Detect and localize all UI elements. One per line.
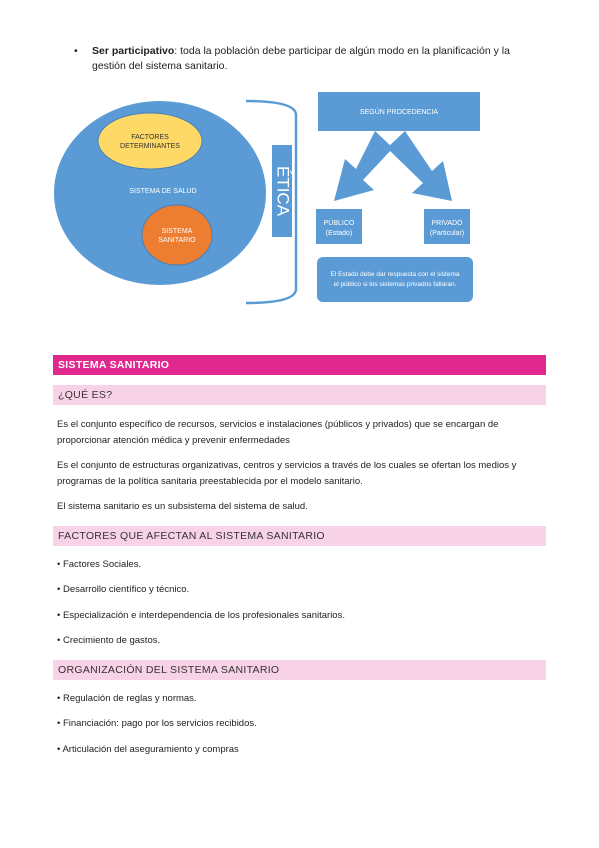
section-title-what-is: ¿QUÉ ES? — [53, 385, 546, 405]
factor-item: • Crecimiento de gastos. — [57, 635, 161, 646]
public-label-2: (Estado) — [326, 230, 352, 237]
ethics-box — [272, 145, 292, 237]
health-system-diagram: SISTEMA DE SALUD FACTORES DETERMINANTES … — [54, 92, 480, 305]
private-label-1: PRIVADO — [432, 220, 464, 227]
factors-label-2: DETERMINANTES — [120, 143, 180, 150]
private-box — [424, 209, 470, 244]
note-line-2: el público si los sistemas privados fall… — [334, 281, 457, 288]
organization-item: • Regulación de reglas y normas. — [57, 693, 197, 704]
paragraph-definition-1: Es el conjunto específico de recursos, s… — [57, 419, 499, 446]
factor-item: • Especialización e interdependencia de … — [57, 610, 345, 621]
intro-bold: Ser participativo — [92, 45, 175, 57]
origin-label: SEGÚN PROCEDENCIA — [360, 107, 439, 116]
public-label-1: PÚBLICO — [324, 218, 355, 227]
section-title-organization: ORGANIZACIÓN DEL SISTEMA SANITARIO — [53, 660, 546, 680]
factor-item: • Factores Sociales. — [57, 559, 142, 570]
private-label-2: (Particular) — [430, 230, 464, 237]
origin-box — [318, 92, 480, 131]
factor-item: • Desarrollo científico y técnico. — [57, 584, 190, 595]
organization-item: • Financiación: pago por los servicios r… — [57, 718, 257, 729]
paragraph-subsystem: El sistema sanitario es un subsistema de… — [57, 501, 308, 512]
public-box — [316, 209, 362, 244]
section-title-factors: FACTORES QUE AFECTAN AL SISTEMA SANITARI… — [53, 526, 546, 546]
arrow-right — [387, 131, 452, 201]
factors-ellipse — [97, 112, 203, 170]
sanitary-label-2: SANITARIO — [158, 237, 196, 244]
arrow-left — [334, 131, 393, 201]
paragraph-definition-2: Es el conjunto de estructuras organizati… — [57, 460, 517, 487]
bullet-dot: • — [74, 45, 78, 57]
ethics-label: ÉTICA — [274, 166, 293, 217]
health-system-label: SISTEMA DE SALUD — [129, 188, 196, 195]
sanitary-label-1: SISTEMA — [162, 228, 193, 235]
note-line-1: El Estado debe dar respuesta con el sist… — [331, 271, 460, 278]
intro-rest: : toda la población debe participar de a… — [92, 45, 510, 72]
note-box — [317, 257, 473, 302]
factors-label-1: FACTORES — [131, 134, 169, 141]
organization-item: • Articulación del aseguramiento y compr… — [57, 744, 239, 755]
bracket — [245, 99, 298, 305]
intro-bullet-text: Ser participativo: toda la población deb… — [92, 44, 542, 74]
sanitary-system-ellipse — [141, 204, 213, 266]
section-title-sanitary-system: SISTEMA SANITARIO — [53, 355, 546, 375]
